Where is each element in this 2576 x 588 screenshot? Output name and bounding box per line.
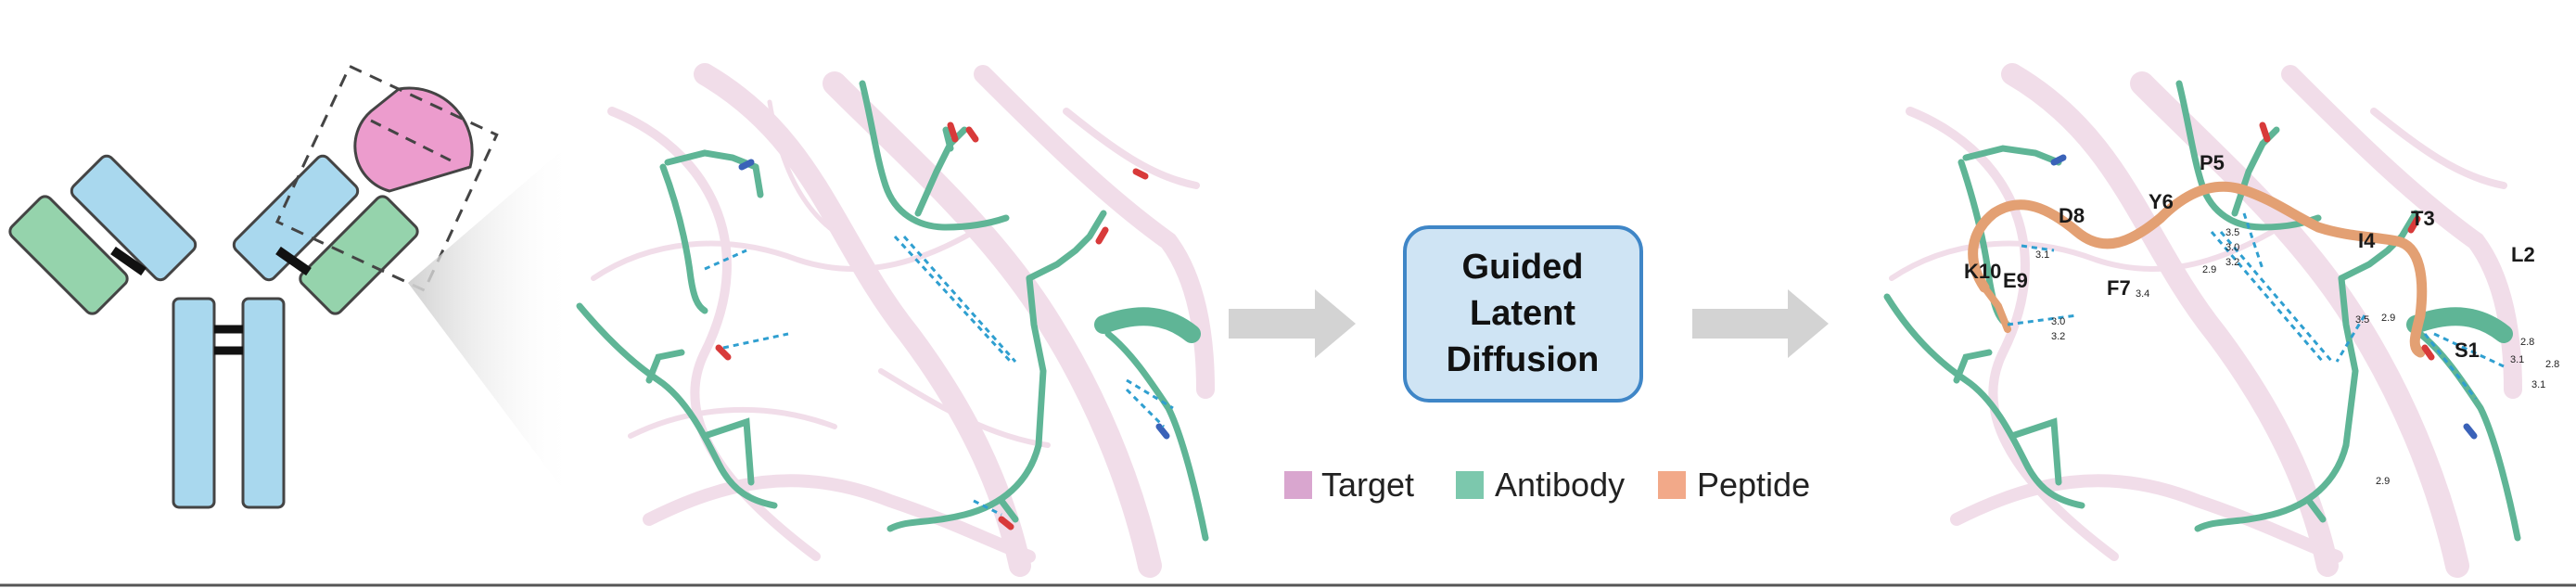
legend-swatch-target — [1284, 471, 1312, 499]
distance-label: 3.5 — [2355, 314, 2369, 326]
residue-label-e9: E9 — [2003, 269, 2028, 292]
residue-label-y6: Y6 — [2149, 190, 2174, 213]
distance-label: 3.2 — [2051, 331, 2065, 342]
right-arrow-icon-1 — [1229, 289, 1356, 358]
residue-label-f7: F7 — [2107, 276, 2131, 300]
right-arrow-icon-2 — [1692, 289, 1829, 358]
distance-label: 3.2 — [2225, 257, 2239, 268]
distance-label: 3.1 — [2531, 379, 2545, 390]
distance-label: 3.1 — [2510, 354, 2524, 365]
residue-label-s1: S1 — [2455, 339, 2480, 362]
distance-label: 3.0 — [2051, 316, 2065, 327]
fc-chain-left — [172, 297, 216, 509]
distance-label: 2.9 — [2376, 476, 2390, 487]
legend-label-peptide: Peptide — [1697, 466, 1810, 504]
structure-panel-left — [575, 58, 1224, 578]
light-chain-left — [8, 195, 129, 315]
residue-label-p5: P5 — [2200, 151, 2225, 174]
distance-label: 2.9 — [2202, 264, 2216, 275]
residue-label-t3: T3 — [2411, 207, 2435, 230]
distance-label: 3.5 — [2225, 227, 2239, 238]
peptide-chain — [1968, 181, 2428, 358]
legend: Target Antibody Peptide — [1284, 466, 1810, 504]
antibody-icon — [8, 154, 419, 509]
residue-label-k10: K10 — [1964, 260, 2001, 283]
residue-label-d8: D8 — [2059, 204, 2085, 227]
antibody-loop-4 — [886, 441, 1042, 532]
disulfide-right — [275, 246, 312, 276]
legend-label-antibody: Antibody — [1495, 466, 1625, 504]
residue-label-l2: L2 — [2511, 243, 2535, 266]
antibody-loop-2 — [576, 302, 778, 509]
distance-label: 3.4 — [2136, 288, 2149, 300]
heavy-chain-right — [232, 154, 360, 282]
box-title-line-2: Latent — [1470, 294, 1575, 333]
selection-box — [274, 64, 499, 293]
guided-latent-diffusion-box: Guided Latent Diffusion — [1403, 225, 1643, 403]
zoom-wedge — [408, 139, 575, 505]
legend-swatch-peptide — [1658, 471, 1686, 499]
residue-label-i4: I4 — [2358, 229, 2376, 252]
antibody-loop-1 — [659, 163, 708, 314]
heavy-chain-left — [70, 154, 198, 282]
distance-label: 3.1 — [2035, 249, 2049, 261]
distance-label: 3.0 — [2225, 242, 2239, 253]
light-chain-right — [299, 195, 419, 315]
antibody-loop-5 — [1104, 330, 1209, 542]
fc-chain-right — [241, 297, 286, 509]
distance-label: 2.8 — [2520, 337, 2534, 348]
legend-swatch-antibody — [1456, 471, 1484, 499]
antibody-antigen-complex-icon — [274, 64, 499, 293]
antibody-loop-3 — [859, 80, 1010, 231]
legend-label-target: Target — [1321, 466, 1414, 504]
distance-label: 2.9 — [2381, 313, 2395, 324]
disulfide-left — [110, 246, 147, 276]
structure-panel-right: K10 E9 D8 F7 Y6 P5 I4 T3 L2 S1 3.1 3.0 3… — [1883, 63, 2559, 578]
distance-label: 2.8 — [2545, 359, 2559, 370]
box-title-line-3: Diffusion — [1447, 340, 1600, 379]
box-title-line-1: Guided — [1462, 248, 1584, 287]
